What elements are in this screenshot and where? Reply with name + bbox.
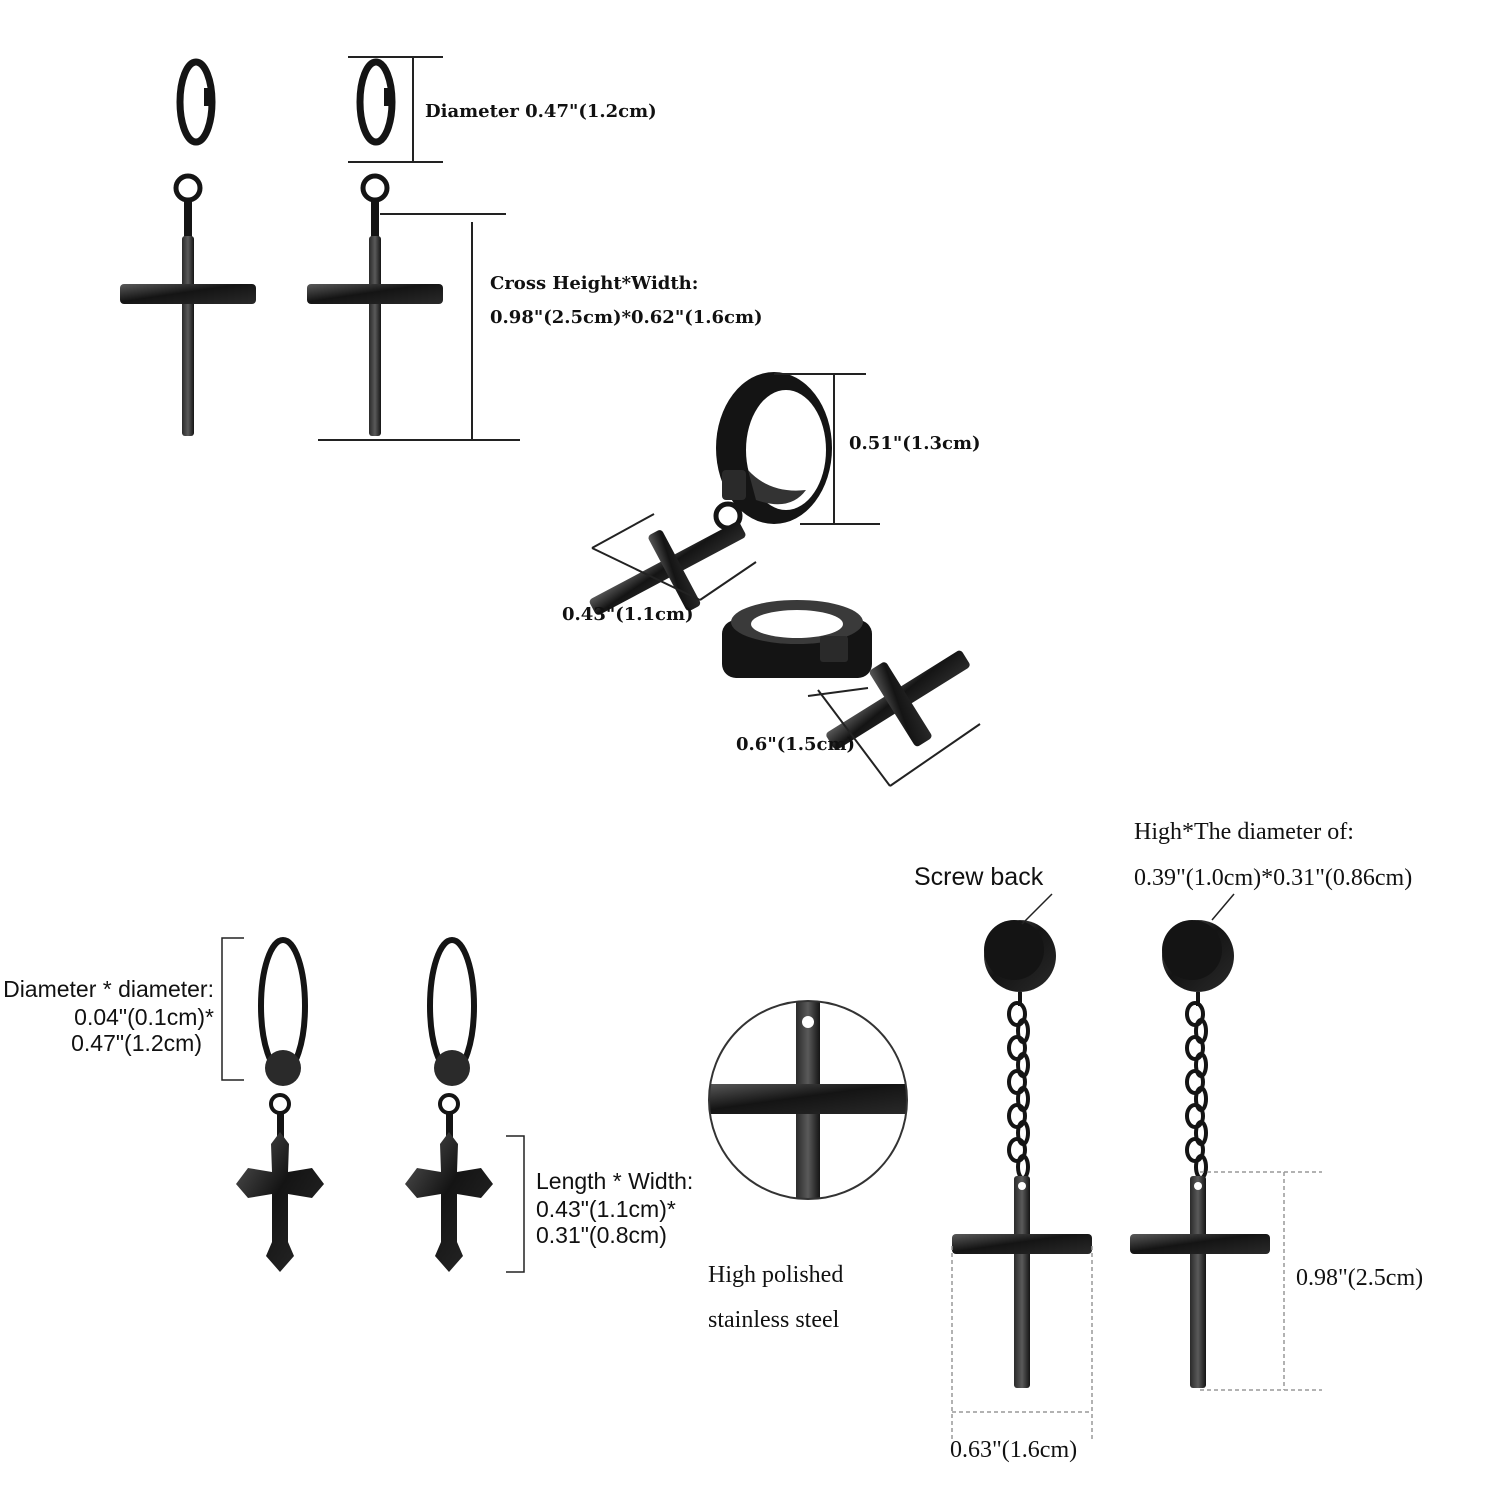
- set3-diameter-label-line2: 0.04"(0.1cm)*: [74, 1004, 214, 1030]
- huggie-hoop-earring-upper: [589, 372, 832, 615]
- cross-hoop-earring-right: [307, 58, 443, 436]
- set4-guide-lines: [951, 893, 1322, 1440]
- set4-stud-label-line2: 0.39"(1.0cm)*0.31"(0.86cm): [1134, 865, 1413, 891]
- set3-length-label-line3: 0.31"(0.8cm): [536, 1222, 667, 1248]
- clip-hoop-earring-right: [405, 937, 493, 1272]
- stud-cross-left: [952, 1176, 1092, 1388]
- set4-screw-label: Screw back: [914, 863, 1044, 891]
- stud-cross-right: [1130, 1176, 1270, 1388]
- set2-dimension-lines: [591, 373, 981, 787]
- set4-stud-label-line1: High*The diameter of:: [1134, 819, 1354, 845]
- magnifier-detail: [708, 1000, 908, 1200]
- stud-chain-left: [1007, 1001, 1030, 1180]
- set4-material-label-line2: stainless steel: [708, 1307, 840, 1333]
- stud-chain-right: [1185, 1001, 1208, 1180]
- set3-bracket-lines: [221, 937, 525, 1273]
- set1-cross-label-line1: Cross Height*Width:: [490, 273, 699, 294]
- cross-hoop-earring-left: [120, 58, 256, 436]
- set3-diameter-label-line3: 0.47"(1.2cm): [71, 1030, 202, 1056]
- stud-chain-earring-right: [1162, 920, 1234, 1006]
- huggie-hoop-earring-lower: [722, 600, 970, 750]
- set2-cross-small-label: 0.43"(1.1cm): [562, 604, 694, 625]
- set2-hoop-label: 0.51"(1.3cm): [849, 433, 981, 454]
- set3-length-label-line2: 0.43"(1.1cm)*: [536, 1196, 676, 1222]
- set1-diameter-label: Diameter 0.47"(1.2cm): [425, 101, 657, 122]
- set2-cross-large-label: 0.6"(1.5cm): [736, 734, 856, 755]
- set1-dimension-lines: [318, 56, 520, 441]
- clip-hoop-earring-left: [236, 937, 324, 1272]
- set4-material-label-line1: High polished: [708, 1262, 844, 1288]
- set4-height-label: 0.98"(2.5cm): [1296, 1265, 1424, 1291]
- stud-chain-earring-left: [984, 920, 1056, 1006]
- set3-diameter-label-line1: Diameter * diameter:: [3, 976, 214, 1002]
- set3-length-label-line1: Length * Width:: [536, 1168, 694, 1194]
- set4-width-label: 0.63"(1.6cm): [950, 1437, 1078, 1463]
- set1-cross-label-line2: 0.98"(2.5cm)*0.62"(1.6cm): [490, 307, 763, 328]
